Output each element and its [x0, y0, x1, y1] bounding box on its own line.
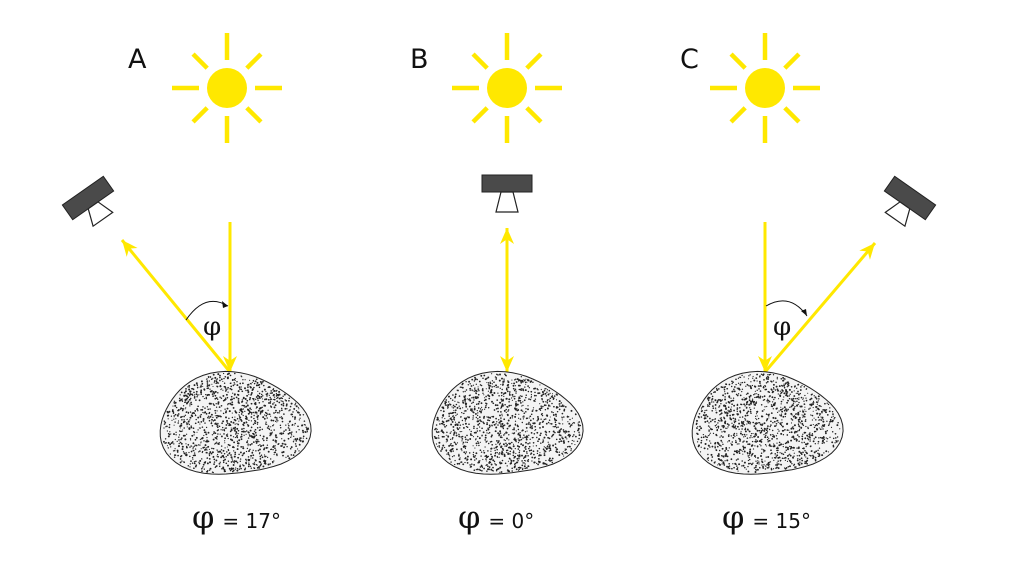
camera-icon	[481, 174, 533, 213]
rock-sample	[691, 370, 844, 475]
angle-caption: φ= 0°	[458, 498, 534, 536]
angle-label: φ	[773, 312, 791, 342]
sun-ray	[191, 52, 209, 70]
sun-icon	[710, 33, 820, 143]
camera-icon	[883, 175, 937, 228]
rock-sample	[431, 370, 584, 475]
arrow-head	[500, 356, 514, 372]
camera-icon	[61, 175, 115, 228]
sun-ray	[525, 52, 543, 70]
sun-disc	[745, 68, 785, 108]
sun-disc	[207, 68, 247, 108]
panel-a: A φ φ= 17°	[61, 33, 312, 536]
sun-ray	[191, 106, 209, 124]
rock-outline	[159, 370, 312, 475]
sun-ray	[471, 52, 489, 70]
panel-label: B	[410, 44, 429, 75]
panel-label: A	[128, 44, 147, 75]
panel-label: C	[680, 44, 699, 75]
angle-caption: φ= 15°	[722, 498, 811, 536]
sun-ray	[783, 52, 801, 70]
reflected-beam-arrow	[763, 242, 877, 373]
sun-ray	[525, 106, 543, 124]
reflected-beam-arrow	[120, 239, 232, 373]
panel-c: C φ φ= 15°	[680, 33, 937, 536]
arrow-head	[500, 228, 514, 244]
sun-ray	[245, 52, 263, 70]
arrow-head	[859, 243, 875, 260]
sun-disc	[487, 68, 527, 108]
angle-label: φ	[203, 312, 221, 342]
arrow-head	[758, 356, 772, 372]
beam-line	[120, 239, 232, 373]
arrow-head	[223, 356, 237, 372]
sun-ray	[729, 52, 747, 70]
angle-caption: φ= 17°	[192, 498, 281, 536]
beam-double-arrow	[500, 228, 514, 372]
beam-line	[763, 242, 877, 373]
sun-icon	[452, 33, 562, 143]
sun-ray	[783, 106, 801, 124]
rock-sample	[159, 370, 312, 475]
incident-beam-arrow	[223, 222, 237, 372]
sun-icon	[172, 33, 282, 143]
sun-ray	[471, 106, 489, 124]
panel-b: B φ= 0°	[410, 33, 584, 536]
rock-outline	[691, 370, 844, 475]
arrow-head	[122, 240, 138, 257]
incident-beam-arrow	[758, 222, 772, 372]
sun-ray	[245, 106, 263, 124]
sun-ray	[729, 106, 747, 124]
